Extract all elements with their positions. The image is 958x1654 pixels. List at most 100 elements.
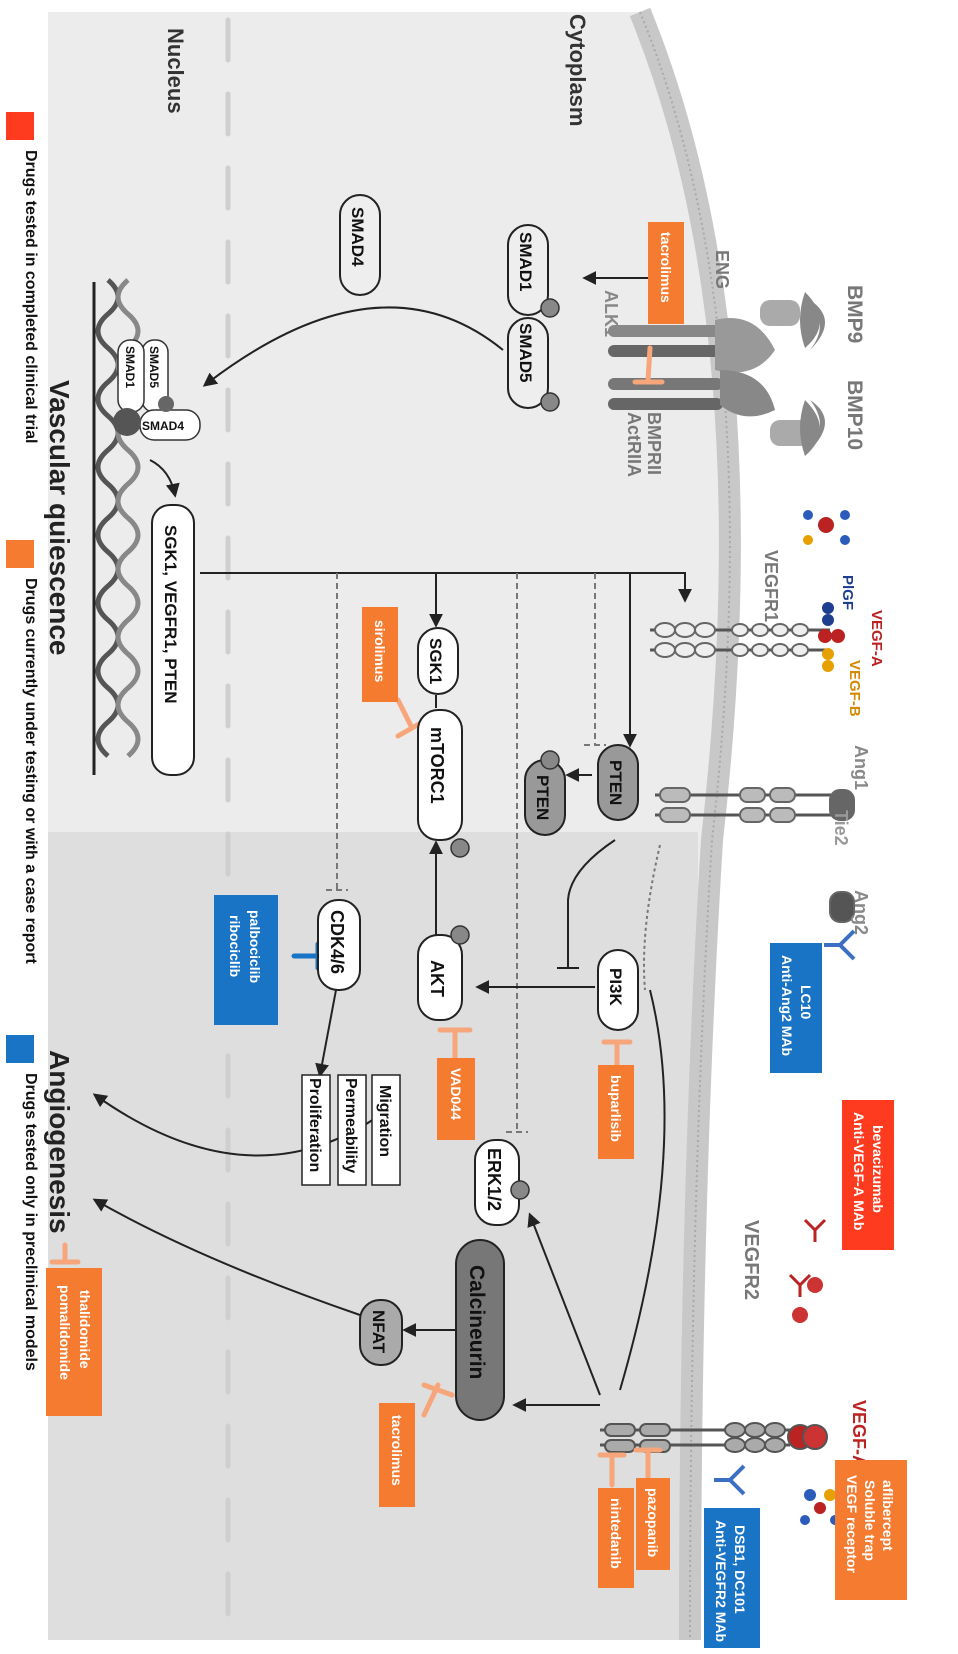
legend-label-preclinical: Drugs tested only in preclinical models [22, 1073, 39, 1371]
mtorc1-node: mTORC1 [417, 709, 463, 841]
svg-text:NFAT: NFAT [369, 1310, 388, 1354]
svg-text:ribociclib: ribociclib [227, 915, 243, 977]
vegfb-ligand [822, 648, 834, 672]
vegfr1-receptor [650, 622, 830, 658]
migration-label: Migration [376, 1085, 393, 1157]
svg-text:nintedanib: nintedanib [608, 1498, 624, 1569]
svg-text:SMAD4: SMAD4 [348, 207, 367, 267]
angiogenesis-region [48, 832, 698, 1640]
svg-text:AKT: AKT [427, 960, 447, 997]
svg-text:VEGF receptor: VEGF receptor [844, 1475, 860, 1574]
svg-text:pomalidomide: pomalidomide [57, 1285, 73, 1380]
svg-text:SGK1: SGK1 [426, 638, 445, 684]
pten-node: PTEN [597, 744, 639, 821]
smad-complex-on-dna: SMAD5 SMAD1 SMAD4 [113, 339, 201, 441]
bevacizumab-antibody-cluster [788, 1218, 827, 1323]
eng-label: ENG [712, 250, 732, 289]
svg-text:ERK1/2: ERK1/2 [484, 1148, 504, 1211]
svg-text:aflibercept: aflibercept [880, 1480, 896, 1551]
bmp10-label: BMP10 [843, 380, 866, 450]
drug-vad044: VAD044 [437, 1058, 475, 1140]
ang2-antibody [824, 929, 856, 961]
bmp-receptor-complex [608, 292, 820, 456]
vegfr1-label: VEGFR1 [761, 550, 781, 622]
svg-text:PTEN: PTEN [533, 775, 552, 820]
dna-smad5-label: SMAD5 [147, 346, 161, 388]
drug-sirolimus: sirolimus [362, 607, 398, 702]
bmp10-ligand [810, 400, 825, 450]
vascular-quiescence-label: Vascular quiescence [44, 380, 75, 656]
calcineurin-node: Calcineurin [455, 1239, 505, 1421]
drug-nintedanib: nintedanib [598, 1488, 634, 1588]
pten-phosphorylated-node: PTEN [524, 759, 566, 836]
cdk46-node: CDK4/6 [317, 899, 361, 991]
svg-text:bevacizumab: bevacizumab [870, 1125, 886, 1213]
bmp9-ligand [810, 300, 825, 350]
drug-tacrolimus-top: tacrolimus [648, 222, 684, 324]
vegfr2-antibody [714, 1464, 746, 1496]
vegfa-ligand [818, 629, 845, 643]
ligand-trap-cluster-top [803, 510, 850, 545]
svg-text:tacrolimus: tacrolimus [389, 1415, 405, 1486]
svg-text:SMAD5: SMAD5 [516, 323, 535, 383]
vegfr2-receptor [600, 1422, 828, 1453]
vegfr2-label: VEGFR2 [740, 1220, 762, 1300]
alk1-label: ALK1 [601, 290, 621, 337]
svg-text:buparlisib: buparlisib [608, 1075, 624, 1142]
legend-label-ongoing: Drugs currently under testing or with a … [22, 578, 39, 965]
svg-text:PI3K: PI3K [606, 968, 625, 1007]
bmprii-label: BMPRII [644, 412, 664, 475]
plgf-label: PlGF [839, 575, 856, 610]
legend-swatch-ongoing [6, 540, 34, 568]
legend-swatch-preclinical [6, 1035, 34, 1063]
smad5-node: SMAD5 [507, 317, 549, 409]
svg-text:SGK1, VEGFR1, PTEN: SGK1, VEGFR1, PTEN [161, 525, 180, 704]
svg-text:SMAD1: SMAD1 [516, 232, 535, 292]
ang2-label: Ang2 [851, 890, 871, 935]
angiogenesis-label: Angiogenesis [44, 1050, 75, 1234]
erk12-node: ERK1/2 [474, 1139, 520, 1226]
vegfa-label: VEGF-A [868, 610, 885, 667]
drug-tacrolimus-bottom: tacrolimus [379, 1403, 415, 1507]
legend-label-completed: Drugs tested in completed clinical trial [22, 150, 39, 443]
permeability-label: Permeability [342, 1078, 359, 1173]
cytoplasm-label: Cytoplasm [565, 14, 590, 126]
smad1-node: SMAD1 [507, 224, 549, 316]
svg-text:Calcineurin: Calcineurin [465, 1265, 488, 1379]
svg-text:Anti-VEGF-A MAb: Anti-VEGF-A MAb [851, 1112, 867, 1230]
actriia-label: ActRIIA [624, 412, 644, 477]
plgf-ligand [822, 602, 834, 626]
phospho-sites [450, 298, 560, 1200]
drug-buparlisib: buparlisib [598, 1065, 634, 1159]
svg-text:sirolimus: sirolimus [372, 620, 388, 682]
phenotype-boxes [301, 1074, 401, 1186]
svg-text:pazopanib: pazopanib [645, 1488, 661, 1557]
proliferation-label: Proliferation [306, 1078, 323, 1172]
akt-node: AKT [417, 934, 463, 1021]
svg-text:Soluble trap: Soluble trap [862, 1480, 878, 1561]
target-genes-node: SGK1, VEGFR1, PTEN [151, 504, 195, 776]
svg-text:thalidomide: thalidomide [77, 1290, 93, 1369]
svg-text:PTEN: PTEN [606, 760, 625, 805]
pi3k-node: PI3K [597, 949, 639, 1031]
drug-pazopanib: pazopanib [636, 1478, 670, 1570]
svg-text:CDK4/6: CDK4/6 [327, 910, 347, 974]
svg-text:LC10: LC10 [798, 985, 814, 1019]
dna-smad1-label: SMAD1 [123, 346, 137, 388]
tie2-receptor [655, 787, 855, 923]
svg-text:palbociclib: palbociclib [247, 910, 263, 983]
nfat-node: NFAT [359, 1299, 403, 1366]
vegfb-label: VEGF-B [846, 660, 863, 717]
svg-text:Anti-Ang2 MAb: Anti-Ang2 MAb [779, 955, 795, 1056]
svg-text:VAD044: VAD044 [448, 1068, 464, 1120]
legend: Drugs tested in completed clinical trial… [6, 112, 39, 1371]
tie2-label: Tie2 [831, 810, 851, 846]
